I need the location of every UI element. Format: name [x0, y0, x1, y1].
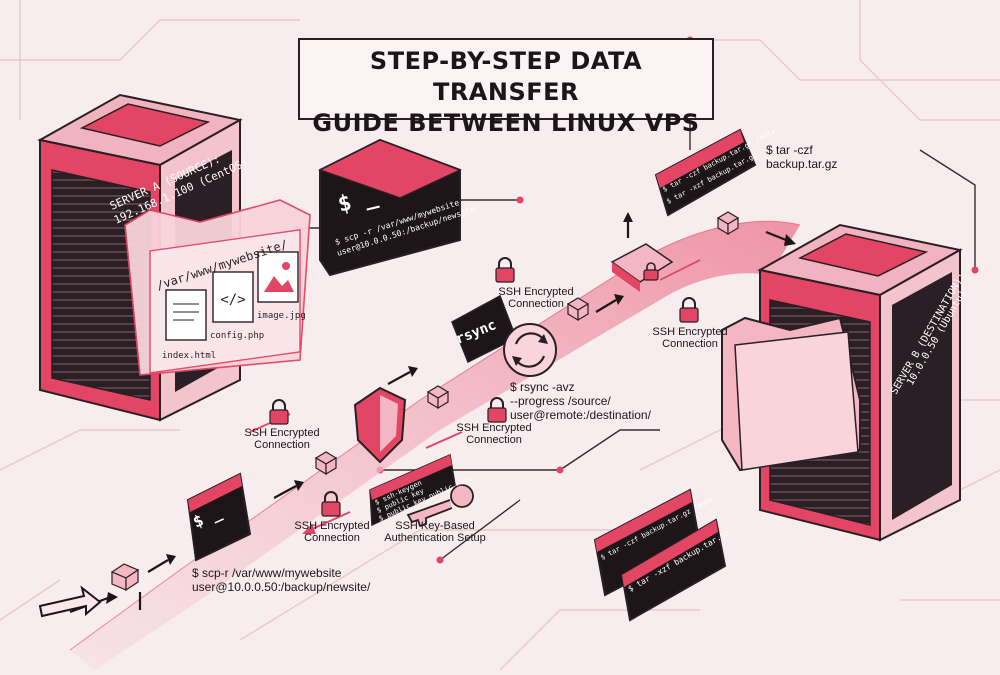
title-line-1: STEP-BY-STEP DATA TRANSFER [369, 47, 643, 106]
file-config-name: config.php [210, 331, 264, 341]
file-image-name: image.jpg [257, 311, 306, 321]
scp-command: $ scp-r /var/www/mywebsite user@10.0.0.5… [192, 566, 371, 594]
data-packets [110, 211, 740, 592]
terminal-bottom-left [186, 472, 252, 562]
outline-arrow-icon [38, 585, 102, 618]
terminal-top [318, 138, 462, 277]
lock-icons [269, 257, 699, 517]
file-index [165, 289, 207, 341]
title-box: STEP-BY-STEP DATA TRANSFER GUIDE BETWEEN… [298, 38, 714, 137]
terminal-tar-bottom [593, 488, 727, 622]
file-config: </> [212, 271, 254, 323]
terminal-tar-top [654, 128, 757, 217]
data-stream [70, 221, 800, 670]
svg-text:</>: </> [220, 292, 245, 308]
rsync-badge [451, 294, 557, 377]
title-line-2: GUIDE BETWEEN LINUX VPS [312, 109, 700, 137]
terminal-ssh-key [369, 453, 456, 527]
rsync-command: $ rsync -avz --progress /source/ user@re… [510, 380, 651, 422]
shield-icon [353, 386, 407, 464]
laptop-device [610, 243, 674, 292]
file-image [257, 251, 299, 303]
file-index-name: index.html [162, 351, 216, 361]
folder-destination [721, 316, 861, 472]
key-icon [406, 484, 474, 528]
tar-command: $ tar -czf backup.tar.gz [766, 143, 838, 171]
